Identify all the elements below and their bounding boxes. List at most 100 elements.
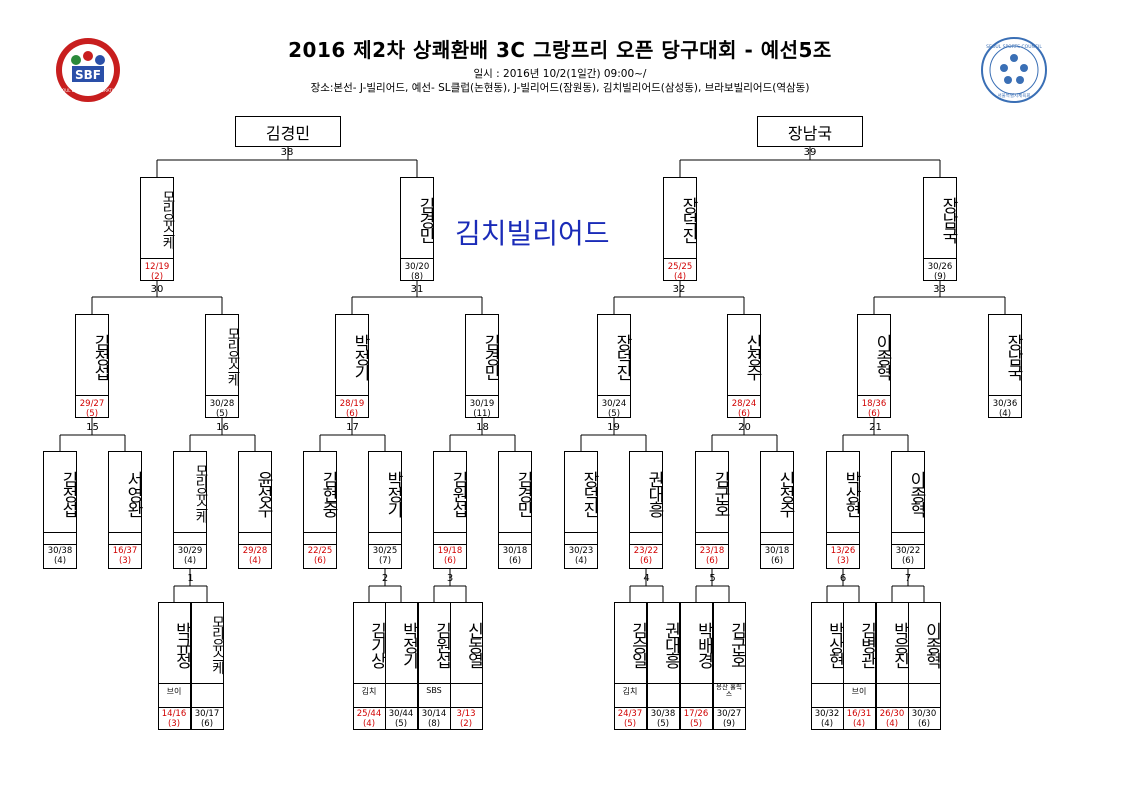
match-number: 30 [150,284,164,295]
match-number: 15 [86,422,99,433]
match-number: 3 [446,573,454,584]
player-inning: (4) [183,556,197,566]
player-name: 김원섭 [431,621,452,667]
box-divider [908,683,940,684]
player-inning: (5) [607,409,621,419]
player-name: 모리유스케 [192,464,208,522]
box-divider [811,707,843,708]
player-inning: (5) [85,409,99,419]
player-inning: (9) [933,272,947,282]
player-name: 김정섭 [58,470,78,516]
player-inning: (4) [53,556,67,566]
player-name: 김군호 [710,470,730,516]
player-name: 김승일 [627,621,648,667]
player-score: 22/25 [307,546,333,556]
player-score: 24/37 [617,709,643,719]
box-divider [191,707,223,708]
player-name: 모리유스케 [224,327,240,385]
match-number: 31 [410,284,424,295]
player-score: 19/18 [437,546,463,556]
player-inning: (3) [118,556,132,566]
box-divider [843,683,875,684]
player-score: 14/16 [161,709,187,719]
player-inning: (5) [215,409,229,419]
club-name: 브이 [851,687,867,696]
player-name: 박정기 [398,621,419,667]
club-name: 김치 [361,687,377,696]
player-score: 30/28 [209,399,235,409]
box-divider [680,707,712,708]
player-name: 권대흥 [644,470,664,516]
player-score: 16/31 [846,709,872,719]
page-title: 2016 제2차 상쾌환배 3C 그랑프리 오픈 당구대회 - 예선5조 [288,38,832,62]
match-number: 38 [280,147,294,158]
box-divider [630,532,662,533]
player-inning: (6) [200,719,214,729]
player-inning: (4) [998,409,1012,419]
box-divider [76,395,108,396]
player-name: 박정기 [383,470,403,516]
box-divider [892,544,924,545]
box-divider [876,683,908,684]
player-name: 김경민 [415,196,435,242]
box-divider [614,707,646,708]
player-score: 25/25 [667,262,693,272]
box-divider [892,532,924,533]
venue-label: 김치빌리어드 [455,217,610,250]
player-name: 김정섭 [90,333,110,379]
player-inning: (5) [656,719,670,729]
box-divider [369,532,401,533]
svg-text:서울특별시체육회: 서울특별시체육회 [997,92,1030,99]
player-inning: (4) [362,719,376,729]
player-score: 28/24 [731,399,757,409]
box-divider [44,544,76,545]
box-divider [109,532,141,533]
player-score: 30/30 [911,709,937,719]
player-name: 이종혁 [906,470,926,516]
box-divider [385,707,417,708]
player-name: 이종혁 [921,621,942,667]
box-divider [304,532,336,533]
player-score: 30/44 [388,709,414,719]
box-divider [44,532,76,533]
player-name: 모리유스케 [159,190,175,248]
match-number: 7 [904,573,912,584]
player-inning: (6) [705,556,719,566]
player-inning: (4) [673,272,687,282]
player-score: 25/44 [356,709,382,719]
player-name: 김기상 [366,621,387,667]
match-number: 17 [346,422,359,433]
player-inning: (8) [427,719,441,729]
player-score: 30/17 [194,709,220,719]
player-inning: (2) [459,719,473,729]
box-divider [336,395,368,396]
match-number: 19 [607,422,620,433]
box-divider [304,544,336,545]
box-divider [565,544,597,545]
match-number: 16 [216,422,229,433]
player-name: 김병관 [856,621,877,667]
match-number: 39 [803,147,817,158]
box-divider [418,707,450,708]
player-name: 윤성수 [253,470,273,516]
player-score: 29/27 [79,399,105,409]
box-divider [499,544,531,545]
player-name: 박상현 [824,621,845,667]
svg-text:SEOUL BILLIARDS FEDERATION: SEOUL BILLIARDS FEDERATION [57,88,119,93]
player-box: 김정섭 29/27(5) [75,314,110,419]
player-inning: (8) [410,272,424,282]
club-name: 브이 [166,687,182,696]
box-divider [761,532,793,533]
